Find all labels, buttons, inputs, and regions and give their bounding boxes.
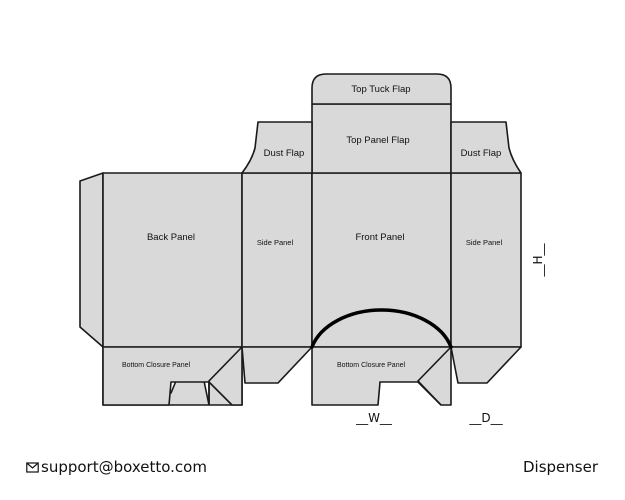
label-dust-flap-right: Dust Flap — [461, 148, 502, 159]
glue-flap — [79, 172, 104, 348]
notch-center — [416, 346, 452, 406]
box-style-label: Dispenser — [523, 458, 598, 476]
label-front-panel: Front Panel — [355, 232, 404, 243]
bottom-flap-side-left — [241, 346, 313, 384]
label-bottom-closure-center: Bottom Closure Panel — [337, 362, 406, 369]
label-top-panel-flap: Top Panel Flap — [346, 135, 409, 146]
front-panel — [311, 172, 452, 348]
side-panel-right — [450, 172, 522, 348]
dimension-depth: __D__ — [468, 411, 503, 425]
label-side-panel-left: Side Panel — [257, 238, 294, 247]
back-panel — [102, 172, 243, 348]
top-panel-flap — [311, 103, 452, 174]
dust-flap-right — [450, 121, 522, 174]
top-tuck-flap — [311, 73, 452, 105]
footer-contact: support@boxetto.com — [26, 458, 207, 476]
dispenser-opening-cut — [310, 308, 453, 349]
envelope-icon — [26, 458, 39, 476]
notch-left — [208, 346, 243, 405]
label-back-panel: Back Panel — [147, 232, 195, 243]
dust-flap-left — [241, 121, 313, 174]
bottom-closure-panel-center — [311, 346, 452, 406]
label-dust-flap-left: Dust Flap — [264, 148, 305, 159]
dimension-width: __W__ — [355, 411, 393, 425]
label-top-tuck-flap: Top Tuck Flap — [351, 84, 410, 95]
side-panel-left — [241, 172, 313, 348]
label-bottom-closure-left: Bottom Closure Panel — [122, 362, 191, 369]
label-side-panel-right: Side Panel — [466, 238, 503, 247]
support-email-link[interactable]: support@boxetto.com — [41, 458, 207, 476]
bottom-flap-side-right — [450, 346, 522, 384]
dimension-height: __H__ — [531, 242, 545, 277]
